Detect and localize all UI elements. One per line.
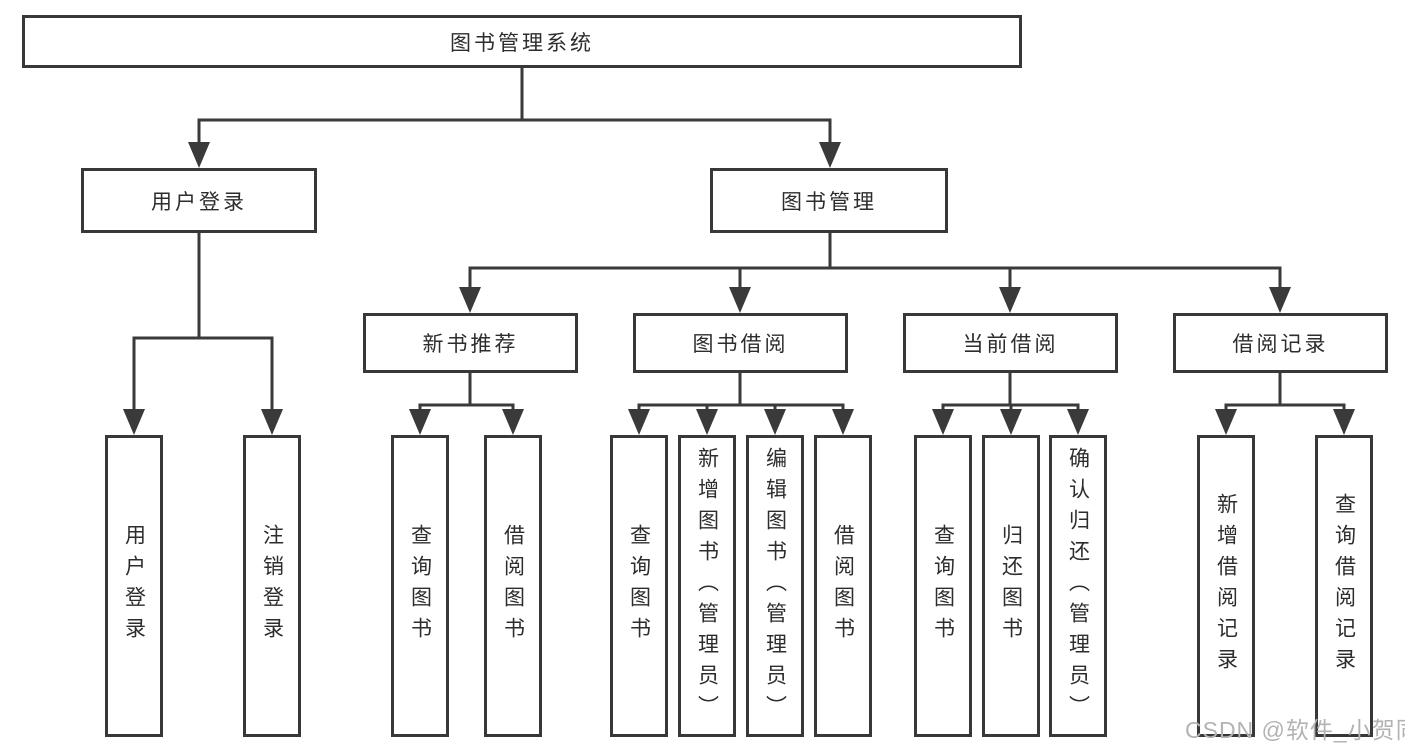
node-borrowing-records-label: 借阅记录 <box>1232 333 1329 356</box>
node-user-login-label: 用户登录 <box>151 190 247 214</box>
edge-userlogin-to-leaves <box>132 233 274 412</box>
node-book-management-label: 图书管理 <box>781 190 877 214</box>
leaf-nbr-query-books: 查询图书 <box>391 435 449 737</box>
leaf-bb-query-books: 查询图书 <box>610 435 668 737</box>
csdn-watermark: CSDN @软件_小贺同学 <box>1185 717 1405 743</box>
leaf-bb-add-books-admin-label: 新增图书（管理员） <box>695 446 719 726</box>
node-root: 图书管理系统 <box>22 15 1022 68</box>
leaf-cb-query-books-label: 查询图书 <box>931 524 955 648</box>
node-book-management: 图书管理 <box>710 168 948 233</box>
leaf-bb-query-books-label: 查询图书 <box>627 524 651 648</box>
arrowheads <box>123 142 1355 435</box>
node-user-login: 用户登录 <box>81 168 317 233</box>
edge-borrowrecords-to-leaves <box>1224 373 1346 412</box>
node-root-label: 图书管理系统 <box>450 31 594 55</box>
leaf-nbr-query-books-label: 查询图书 <box>408 524 432 648</box>
node-book-borrowing-label: 图书借阅 <box>692 333 789 356</box>
leaf-user-login-label: 用户登录 <box>122 524 146 648</box>
leaf-bb-borrow-books-label: 借阅图书 <box>831 524 855 648</box>
leaf-cb-query-books: 查询图书 <box>914 435 972 737</box>
edge-bookmgmt-to-level3 <box>468 233 1282 290</box>
leaf-nbr-borrow-books: 借阅图书 <box>484 435 542 737</box>
leaf-br-query-record-label: 查询借阅记录 <box>1332 493 1356 679</box>
leaf-cb-confirm-return-admin: 确认归还（管理员） <box>1049 435 1107 737</box>
edge-root-to-level2 <box>197 67 832 146</box>
edge-currentborrow-to-leaves <box>941 373 1080 412</box>
leaf-nbr-borrow-books-label: 借阅图书 <box>501 524 525 648</box>
leaf-logout-label: 注销登录 <box>260 524 284 648</box>
leaf-cb-confirm-return-admin-label: 确认归还（管理员） <box>1066 446 1090 726</box>
leaf-bb-add-books-admin: 新增图书（管理员） <box>678 435 736 737</box>
node-current-borrowing: 当前借阅 <box>903 313 1118 373</box>
node-new-book-recommend: 新书推荐 <box>363 313 578 373</box>
leaf-logout: 注销登录 <box>243 435 301 737</box>
leaf-user-login: 用户登录 <box>105 435 163 737</box>
leaf-bb-edit-books-admin: 编辑图书（管理员） <box>746 435 804 737</box>
leaf-br-add-record-label: 新增借阅记录 <box>1214 493 1238 679</box>
leaf-br-add-record: 新增借阅记录 <box>1197 435 1255 737</box>
node-current-borrowing-label: 当前借阅 <box>962 333 1059 356</box>
edge-newbookrec-to-leaves <box>418 373 515 412</box>
edge-bookborrow-to-leaves <box>637 373 845 412</box>
leaf-br-query-record: 查询借阅记录 <box>1315 435 1373 737</box>
leaf-bb-edit-books-admin-label: 编辑图书（管理员） <box>763 446 787 726</box>
node-new-book-recommend-label: 新书推荐 <box>422 333 519 356</box>
node-borrowing-records: 借阅记录 <box>1173 313 1388 373</box>
node-book-borrowing: 图书借阅 <box>633 313 848 373</box>
leaf-cb-return-books: 归还图书 <box>982 435 1040 737</box>
leaf-cb-return-books-label: 归还图书 <box>999 524 1023 648</box>
leaf-bb-borrow-books: 借阅图书 <box>814 435 872 737</box>
